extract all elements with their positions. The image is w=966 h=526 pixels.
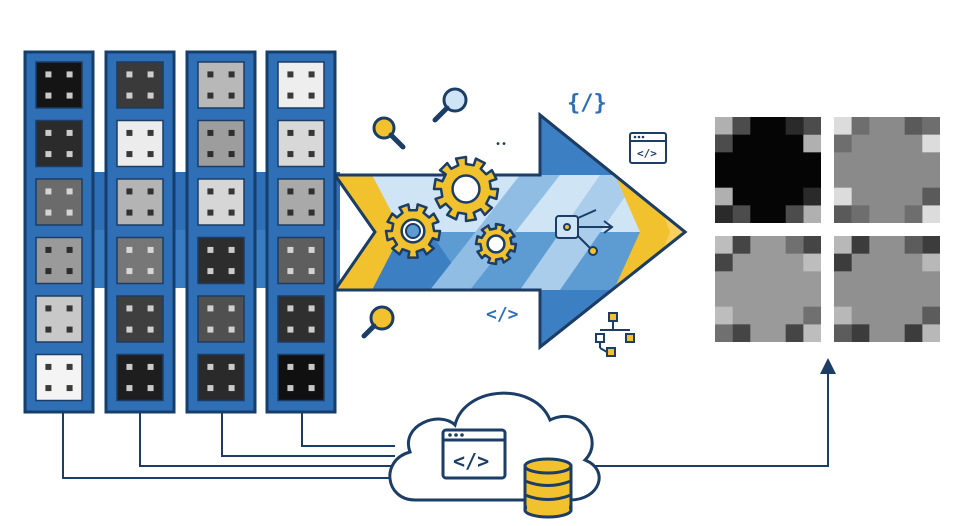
code-icon: </>	[486, 304, 519, 325]
pixel-tile	[35, 119, 83, 168]
pixel-tile	[277, 295, 325, 343]
pixel-tile	[116, 353, 164, 402]
pixel-tile	[197, 236, 245, 285]
flowchart-icon	[595, 312, 635, 357]
pixel-tile	[116, 61, 164, 109]
connector-line-4	[301, 413, 395, 447]
input-column	[23, 50, 95, 414]
pixel-tile	[116, 236, 164, 285]
pixel-tile	[116, 178, 164, 226]
pixel-tile	[35, 236, 83, 285]
output-tile	[715, 236, 821, 342]
input-column	[265, 50, 337, 414]
pixel-tile	[35, 295, 83, 343]
magnifier-icon	[372, 116, 406, 150]
pixel-tile	[197, 295, 245, 343]
connector-line-output	[590, 370, 829, 467]
connector-line-1	[62, 413, 395, 479]
svg-text:</>: </>	[637, 147, 657, 160]
magnifier-icon	[432, 87, 468, 123]
input-columns	[23, 50, 337, 414]
pixel-tile	[116, 295, 164, 343]
pixel-tile	[116, 119, 164, 168]
pixel-tile	[197, 119, 245, 168]
column-panel	[265, 50, 337, 414]
pixel-tile	[277, 236, 325, 285]
gear-group	[384, 155, 518, 266]
pixel-tile	[197, 353, 245, 402]
gear-icon	[432, 155, 500, 223]
cloud-code-window-icon: </>	[441, 428, 507, 480]
pixel-tile	[277, 353, 325, 402]
svg-text:</>: </>	[453, 449, 489, 473]
pixel-tile	[35, 61, 83, 109]
input-column	[104, 50, 176, 414]
output-tile	[834, 117, 940, 223]
dots-icon: ••	[495, 139, 507, 150]
code-window-icon: </>	[629, 132, 667, 164]
pixel-tile	[35, 178, 83, 226]
column-panel	[185, 50, 257, 414]
braces-icon: {/}	[567, 91, 607, 116]
gear-icon	[474, 222, 518, 266]
output-grid	[715, 117, 940, 342]
connector-lines	[62, 358, 836, 479]
output-tile	[715, 117, 821, 223]
transform-icon	[555, 209, 614, 256]
output-arrowhead	[820, 358, 836, 374]
magnifier-icon	[361, 305, 395, 339]
pixel-tile	[277, 61, 325, 109]
database-icon	[523, 457, 573, 519]
pixel-tile	[197, 61, 245, 109]
connector-line-2	[139, 413, 395, 467]
pixel-tile	[197, 178, 245, 226]
connector-line-3	[221, 413, 395, 457]
output-tile	[834, 236, 940, 342]
pixel-tile	[277, 119, 325, 168]
pixel-tile	[35, 353, 83, 402]
input-column	[185, 50, 257, 414]
pixel-tile	[277, 178, 325, 226]
column-panel	[104, 50, 176, 414]
column-panel	[23, 50, 95, 414]
